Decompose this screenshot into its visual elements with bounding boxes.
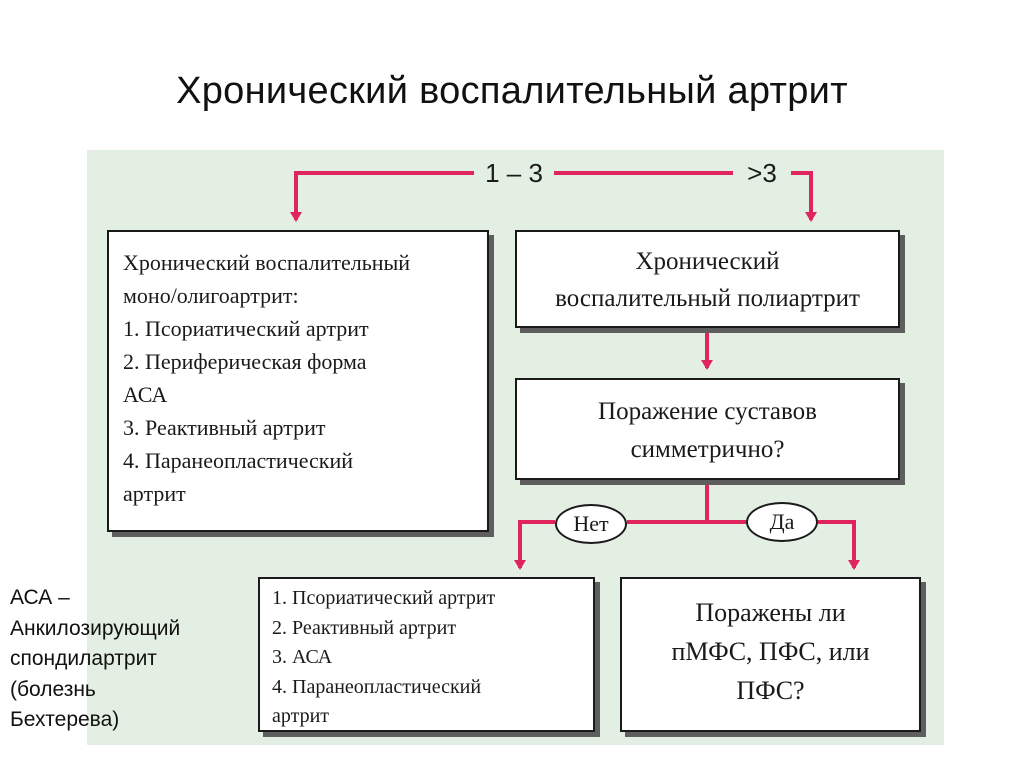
no-box-line: 3. АСА [272, 646, 333, 668]
arrow-to-poly-box [791, 171, 817, 222]
mono-box-line: 2. Периферическая форма [123, 349, 367, 374]
answer-yes-oval: Да [746, 502, 818, 542]
mono-box-line: моно/олигоартрит: [123, 283, 299, 308]
arrow-to-no-box [514, 520, 555, 570]
footnote-line: спондилартрит [10, 647, 157, 670]
no-box-line: артрит [272, 705, 330, 727]
mono-box-line: 1. Псориатический артрит [123, 316, 369, 341]
poly-box-line: Хронический [635, 248, 780, 275]
question-box-line: Поражение суставов [598, 398, 817, 425]
polyarthritis-box: Хронический воспалительный полиартрит [515, 230, 900, 328]
joints-question-box: Поражены ли пМФС, ПФС, или ПФС? [620, 577, 921, 732]
symmetry-question-box: Поражение суставов симметрично? [515, 378, 900, 480]
branch-label-gt3: >3 [733, 157, 791, 189]
mono-box-line: 3. Реактивный артрит [123, 415, 326, 440]
answer-no-oval: Нет [555, 504, 627, 544]
footnote-line: Бехтерева) [10, 708, 120, 731]
mono-box-line: АСА [123, 382, 168, 407]
footnote-line: Анкилозирующий [10, 616, 181, 640]
yes-box-line: Поражены ли [695, 598, 846, 627]
no-box-line: 4. Паранеопластический [272, 675, 482, 698]
arrow-to-yes-box [818, 520, 860, 570]
mono-box-line: 4. Паранеопластический [123, 448, 354, 473]
yes-box-line: ПФС? [736, 676, 805, 705]
footnote-line: АСА – [10, 586, 70, 609]
poly-box-line: воспалительный полиартрит [555, 285, 860, 312]
yes-box-line: пМФС, ПФС, или [671, 637, 870, 666]
footnote-line: (болезнь [10, 677, 96, 701]
mono-oligoarthritis-box: Хронический воспалительный моно/олигоарт… [107, 230, 489, 532]
no-box-line: 2. Реактивный артрит [272, 616, 457, 639]
slide-title: Хронический воспалительный артрит [176, 70, 848, 112]
mono-box-line: артрит [123, 481, 186, 506]
no-box-line: 1. Псориатический артрит [272, 587, 496, 609]
mono-box-line: Хронический воспалительный [123, 250, 411, 275]
arrow-to-mono-box [290, 171, 474, 222]
asymmetric-list-box: 1. Псориатический артрит 2. Реактивный а… [258, 577, 595, 732]
branch-label-1-3: 1 – 3 [474, 157, 554, 189]
abbreviation-footnote: АСА – Анкилозирующий спондилартрит (боле… [10, 583, 250, 736]
question-box-line: симметрично? [630, 436, 785, 463]
